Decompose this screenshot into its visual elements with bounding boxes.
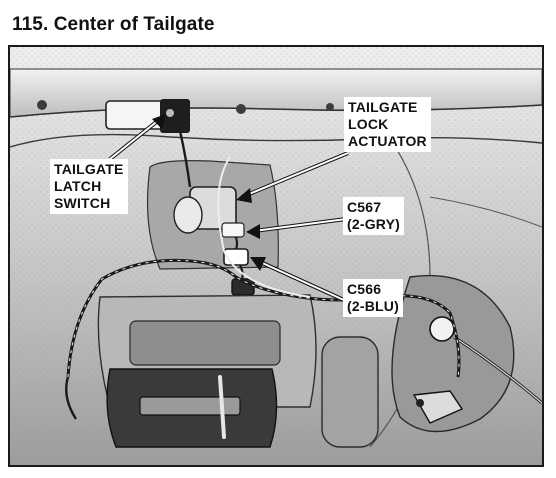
actuator-wire [234,236,239,250]
callout-tailgate-lock-actuator: TAILGATE LOCK ACTUATOR [344,97,431,152]
handle-mechanism [139,396,241,416]
right-rod-highlight [453,336,542,404]
leader-c566 [250,257,347,303]
right-latch-bolt [416,399,424,407]
latch-switch-wire [178,130,192,188]
callout-connector-c566: C566 (2-BLU) [343,279,403,317]
top-rail-edge [10,104,542,118]
tailgate-illustration [10,47,542,465]
latch-switch-part [105,99,190,133]
bright-rod [217,156,311,298]
vertical-slot [321,336,379,448]
lock-actuator-part [173,186,245,238]
right-latch [412,390,464,424]
tailgate-photo [8,45,544,467]
right-grommet [429,316,455,342]
right-latch-pocket [391,274,515,433]
right-rib [429,196,542,228]
wire-harness-sheen [67,259,460,378]
leader-c567 [246,217,347,239]
leader-actuator [236,151,349,203]
lower-recess [129,320,281,366]
callout-connector-c567: C567 (2-GRY) [343,197,404,235]
handle-rod [218,375,226,439]
figure-title: 115. Center of Tailgate [12,14,215,35]
leader-latch-switch [108,114,166,161]
rail-bolts [37,100,334,114]
callout-tailgate-latch-switch: TAILGATE LATCH SWITCH [50,159,128,214]
upper-contour [10,133,542,148]
wire-tail-left [65,376,78,420]
